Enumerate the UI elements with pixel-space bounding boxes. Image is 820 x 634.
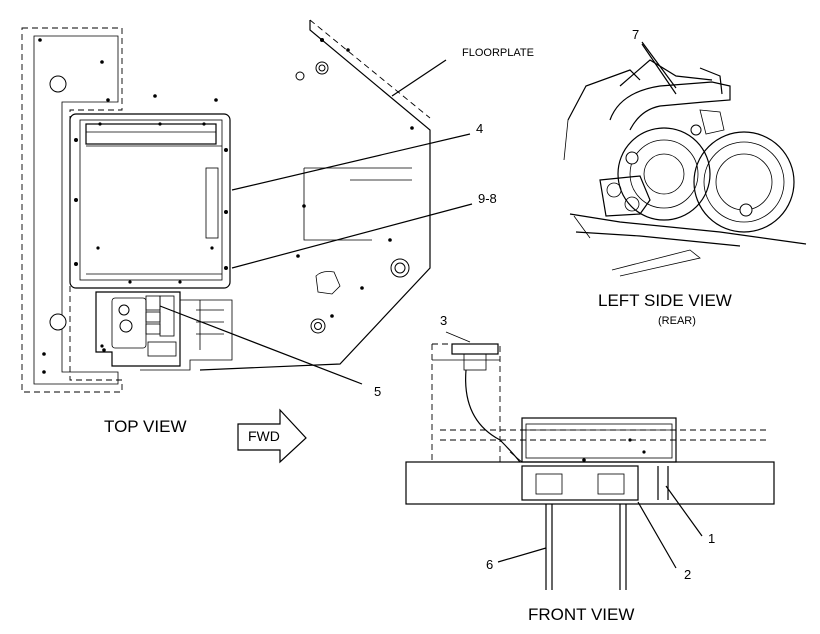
rear-label: (REAR) — [658, 315, 696, 327]
fwd-arrow-shape — [237, 408, 307, 464]
callout-3: 3 — [440, 313, 448, 328]
floorplate-label: FLOORPLATE — [462, 47, 534, 59]
front-view-drawing — [405, 331, 775, 590]
callout-5: 5 — [374, 384, 382, 399]
top-view-drawing — [21, 19, 473, 393]
left-side-view-drawing — [563, 41, 807, 277]
callout-2: 2 — [684, 567, 692, 582]
fwd-label: FWD — [248, 428, 280, 444]
front-view-label: FRONT VIEW — [528, 605, 635, 624]
callout-6: 6 — [486, 557, 494, 572]
callout-1: 1 — [708, 531, 716, 546]
callout-9-8: 9-8 — [478, 191, 497, 206]
callout-7: 7 — [632, 27, 640, 42]
callout-4: 4 — [476, 121, 484, 136]
left-side-view-label: LEFT SIDE VIEW — [598, 291, 732, 310]
top-view-label: TOP VIEW — [104, 417, 187, 436]
